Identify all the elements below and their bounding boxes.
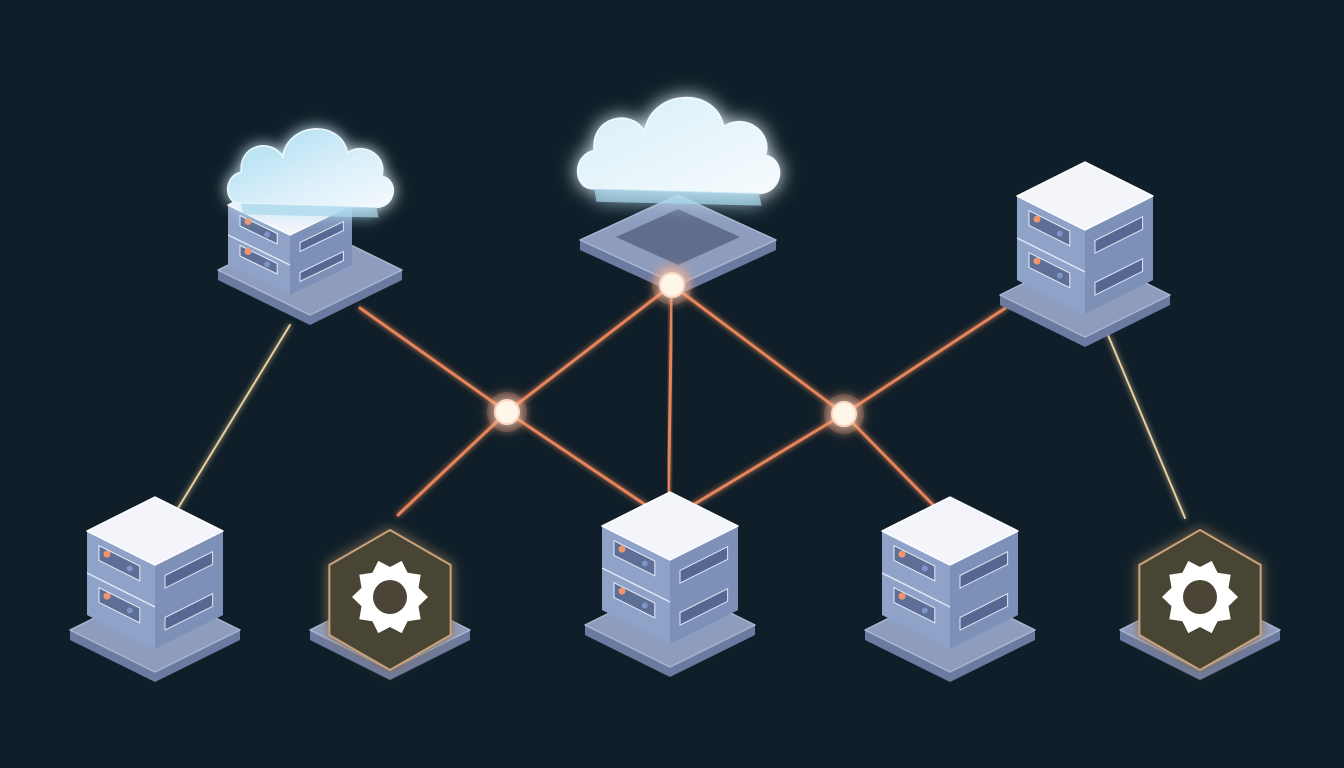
link-junction-left-processor-bottom-left xyxy=(396,410,509,517)
server-slot-right xyxy=(679,545,729,584)
link-server-top-right-junction-right xyxy=(842,303,1012,416)
server-slot-right xyxy=(959,592,1009,631)
cloud-underside xyxy=(594,188,762,206)
server-led xyxy=(898,550,906,558)
gear-icon xyxy=(352,560,428,634)
cloud-gateway-top[interactable] xyxy=(577,96,781,295)
server-unit-divider xyxy=(86,572,156,608)
cloud-server-left[interactable] xyxy=(217,128,403,325)
junction-left xyxy=(494,399,520,425)
cloud-shape xyxy=(577,96,781,195)
server-led xyxy=(921,565,928,572)
server-slot-right xyxy=(1094,257,1144,296)
link-junction-left-server-bottom-center xyxy=(505,410,670,522)
server-slot-right xyxy=(164,550,214,589)
link-cloud-gateway-top-junction-left xyxy=(505,283,674,414)
processor-bottom-left[interactable] xyxy=(309,528,471,680)
server-led xyxy=(126,565,133,572)
platform-side xyxy=(585,625,755,677)
server-slot-right xyxy=(959,550,1009,589)
server-led xyxy=(618,545,626,553)
server-led xyxy=(244,248,252,255)
platform-side xyxy=(865,630,1035,682)
gear-hole xyxy=(373,580,407,614)
server-led xyxy=(1056,230,1063,237)
server-bottom-left[interactable] xyxy=(69,496,241,682)
link-cloud-gateway-top-server-bottom-center xyxy=(666,283,674,522)
server-led xyxy=(103,550,111,558)
server-slot-right xyxy=(299,220,344,253)
server-top xyxy=(601,491,739,561)
junctions-layer xyxy=(487,265,864,434)
server-unit-divider xyxy=(1016,237,1086,273)
gear-icon xyxy=(1162,560,1238,634)
cloud-icon xyxy=(226,128,395,218)
nodes-layer xyxy=(69,96,1281,682)
server-led xyxy=(264,261,271,268)
server-unit-divider xyxy=(881,572,951,608)
link-cloud-server-left-junction-left xyxy=(358,306,509,414)
server-top-right[interactable] xyxy=(999,161,1171,347)
server-led xyxy=(264,231,271,238)
server-led xyxy=(921,607,928,614)
server-led xyxy=(244,218,252,225)
links-layer xyxy=(171,283,1186,592)
link-cloud-gateway-top-junction-right xyxy=(670,283,846,416)
server-slot-right xyxy=(1094,215,1144,254)
gear-hole xyxy=(1183,580,1217,614)
server-led xyxy=(1056,272,1063,279)
server-led xyxy=(1033,257,1041,265)
server-slot-right xyxy=(164,592,214,631)
cloud-underside xyxy=(241,203,379,218)
server-unit-divider xyxy=(601,567,671,603)
junction-right xyxy=(831,401,857,427)
server-led xyxy=(618,587,626,595)
server-slot-right xyxy=(679,587,729,626)
processor-bottom-right[interactable] xyxy=(1119,528,1281,680)
link-server-top-right-processor-bottom-right xyxy=(1107,334,1186,519)
cloud-icon xyxy=(577,96,781,206)
link-junction-right-server-bottom-right xyxy=(842,412,942,514)
link-cloud-server-left-server-bottom-left xyxy=(171,324,291,519)
platform-side xyxy=(580,240,776,295)
server-led xyxy=(103,592,111,600)
platform-side xyxy=(70,630,240,682)
server-bottom-center[interactable] xyxy=(584,491,756,677)
platform-side xyxy=(1000,295,1170,347)
server-led xyxy=(641,560,648,567)
server-led xyxy=(1033,215,1041,223)
server-led xyxy=(126,607,133,614)
server-top xyxy=(86,496,224,566)
platform-side xyxy=(218,270,402,325)
server-unit-divider xyxy=(227,234,291,266)
junction-top xyxy=(659,272,685,298)
server-led xyxy=(898,592,906,600)
server-top xyxy=(1016,161,1154,231)
server-top xyxy=(881,496,1019,566)
cloud-shape xyxy=(226,128,395,209)
server-bottom-right[interactable] xyxy=(864,496,1036,682)
server-led xyxy=(641,602,648,609)
server-slot-right xyxy=(299,250,344,283)
link-junction-right-server-bottom-center xyxy=(666,412,846,522)
platform-inset xyxy=(616,209,740,265)
